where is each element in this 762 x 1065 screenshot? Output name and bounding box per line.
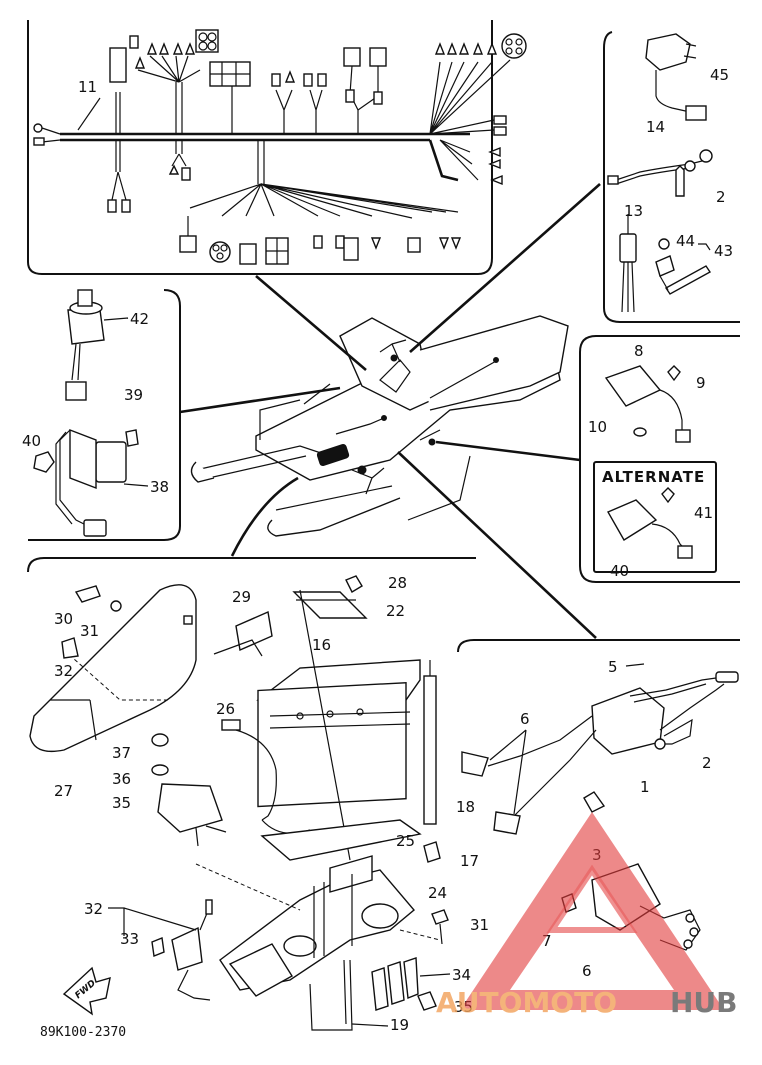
part-label: 41 [694,504,713,522]
section-borders [27,20,740,653]
part-label: 43 [714,242,733,260]
part-label: 22 [386,602,405,620]
part-label: 2 [716,188,726,206]
part-label: 25 [396,832,415,850]
part-label: 42 [130,310,149,328]
part-label: 28 [388,574,407,592]
drawing-code: 89K100-2370 [40,1025,126,1040]
lower-right-parts [461,671,739,951]
part-label: 18 [456,798,475,816]
snowmobile-body [190,315,569,537]
fwd-arrow: FWD [62,966,111,1016]
part-label: 31 [470,916,489,934]
part-label: 40 [22,432,41,450]
main-wire-harness [33,29,527,265]
part-label: 13 [624,202,643,220]
part-label: 19 [390,1016,409,1034]
leader-lines [179,183,601,639]
part-label: 40 [610,562,629,580]
part-label: 6 [520,710,530,728]
part-label: 11 [78,78,97,96]
watermark-brand-part2: HUB [670,986,738,1019]
watermark: AUTOMOTO HUB [436,812,738,1019]
part-label: 45 [710,66,729,84]
part-label: 29 [232,588,251,606]
watermark-brand-part1: AUTOMOTO [436,986,617,1019]
part-label: 9 [696,374,706,392]
part-label: 39 [124,386,143,404]
part-label: 17 [460,852,479,870]
part-label: 38 [150,478,169,496]
part-label: 5 [608,658,618,676]
part-label: 32 [54,662,73,680]
part-label: 7 [542,932,552,950]
part-label: 1 [640,778,650,796]
part-label: 37 [112,744,131,762]
part-label: 36 [112,770,131,788]
part-label: 14 [646,118,665,136]
part-label: 16 [312,636,331,654]
alternate-label: ALTERNATE [602,468,705,486]
part-label: 26 [216,700,235,718]
part-label: 35 [112,794,131,812]
part-labels: 11 45 14 2 13 44 43 42 39 40 38 8 9 10 A… [22,66,733,1040]
right-middle-parts [604,365,693,559]
left-middle-parts [33,289,139,537]
part-label: 6 [582,962,592,980]
lower-bracket-parts [151,855,449,1031]
part-label: 24 [428,884,447,902]
part-label: 10 [588,418,607,436]
watermark-triangle-icon [460,812,724,1010]
lower-left-parts [29,575,441,863]
part-label: 44 [676,232,695,250]
part-label: 8 [634,342,644,360]
right-top-parts [607,33,713,313]
part-label: 32 [84,900,103,918]
part-label: 31 [80,622,99,640]
part-label: 33 [120,930,139,948]
part-label: 2 [702,754,712,772]
part-label: 34 [452,966,471,984]
part-label: 30 [54,610,73,628]
part-label: 27 [54,782,73,800]
